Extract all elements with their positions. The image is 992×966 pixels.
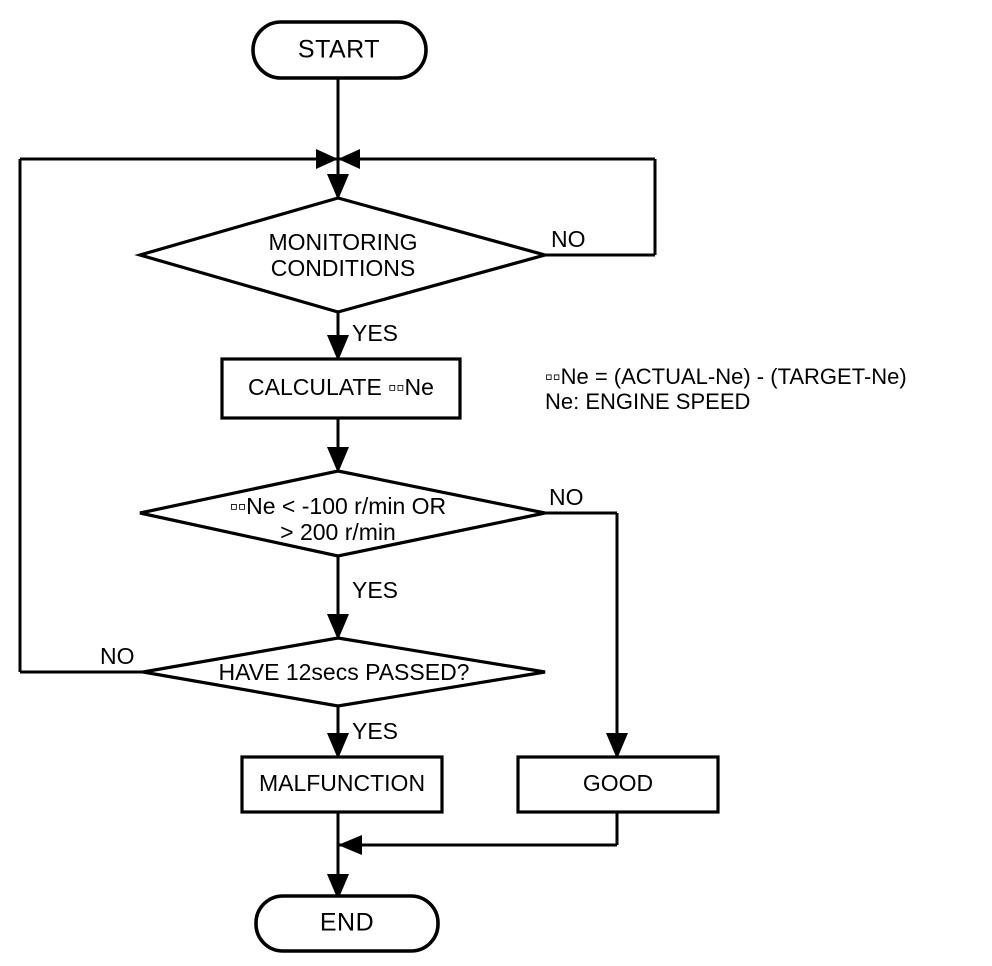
arrowhead-into-good — [606, 733, 628, 759]
edge-label-monitoring-yes: YES — [352, 320, 398, 346]
arrowhead-into-timer — [327, 614, 349, 640]
node-monitoring-conditions[interactable]: MONITORING CONDITIONS — [134, 196, 552, 314]
edge-label-monitoring-no: NO — [551, 226, 586, 252]
node-end[interactable]: END — [254, 894, 440, 953]
timer-label: HAVE 12secs PASSED? — [219, 659, 470, 685]
malfunction-process-shape — [240, 755, 444, 814]
arrowhead-into-threshold — [327, 447, 349, 473]
arrowhead-into-monitoring — [327, 174, 349, 200]
calculate-process-shape — [220, 357, 462, 420]
formula-text: ▫▫Ne = (ACTUAL-Ne) - (TARGET-Ne) — [545, 364, 907, 389]
edge-label-threshold-yes: YES — [352, 577, 398, 603]
legend-text: Ne: ENGINE SPEED — [545, 389, 750, 414]
threshold-label-line1: ▫▫Ne < -100 r/min OR — [230, 493, 446, 519]
monitoring-label-line2: CONDITIONS — [271, 255, 415, 281]
connectors — [18, 78, 657, 900]
node-start[interactable]: START — [251, 20, 428, 80]
end-terminal-shape — [254, 894, 440, 953]
start-terminal-shape — [251, 20, 428, 80]
node-malfunction[interactable]: MALFUNCTION — [240, 755, 444, 814]
start-label: START — [298, 36, 380, 64]
monitoring-label-line1: MONITORING — [268, 229, 417, 255]
arrowhead-into-end — [327, 874, 349, 900]
node-threshold[interactable]: ▫▫Ne < -100 r/min OR > 200 r/min — [139, 469, 546, 558]
timer-decision-shape — [142, 636, 546, 708]
node-good[interactable]: GOOD — [516, 755, 720, 814]
edge-label-timer-yes: YES — [352, 718, 398, 744]
malfunction-label: MALFUNCTION — [259, 770, 425, 796]
formula-note: ▫▫Ne = (ACTUAL-Ne) - (TARGET-Ne) Ne: ENG… — [545, 364, 907, 414]
node-calculate[interactable]: CALCULATE ▫▫Ne — [220, 357, 462, 420]
arrowhead-right-loop-into-junction — [338, 149, 360, 169]
good-process-shape — [516, 755, 720, 814]
node-timer[interactable]: HAVE 12secs PASSED? — [142, 636, 546, 708]
arrowhead-left-loop-into-junction — [316, 149, 338, 169]
arrowhead-into-calculate — [327, 335, 349, 361]
monitoring-decision-shape — [134, 196, 552, 314]
good-label: GOOD — [583, 770, 653, 796]
edge-label-timer-no: NO — [100, 643, 135, 669]
calculate-label: CALCULATE ▫▫Ne — [248, 374, 434, 400]
threshold-decision-shape — [139, 469, 546, 558]
threshold-label-line2: > 200 r/min — [280, 519, 396, 545]
end-label: END — [320, 909, 374, 937]
arrowhead-into-malfunction — [327, 733, 349, 759]
arrowhead-good-into-merge — [338, 835, 362, 855]
edge-label-threshold-no: NO — [549, 484, 584, 510]
